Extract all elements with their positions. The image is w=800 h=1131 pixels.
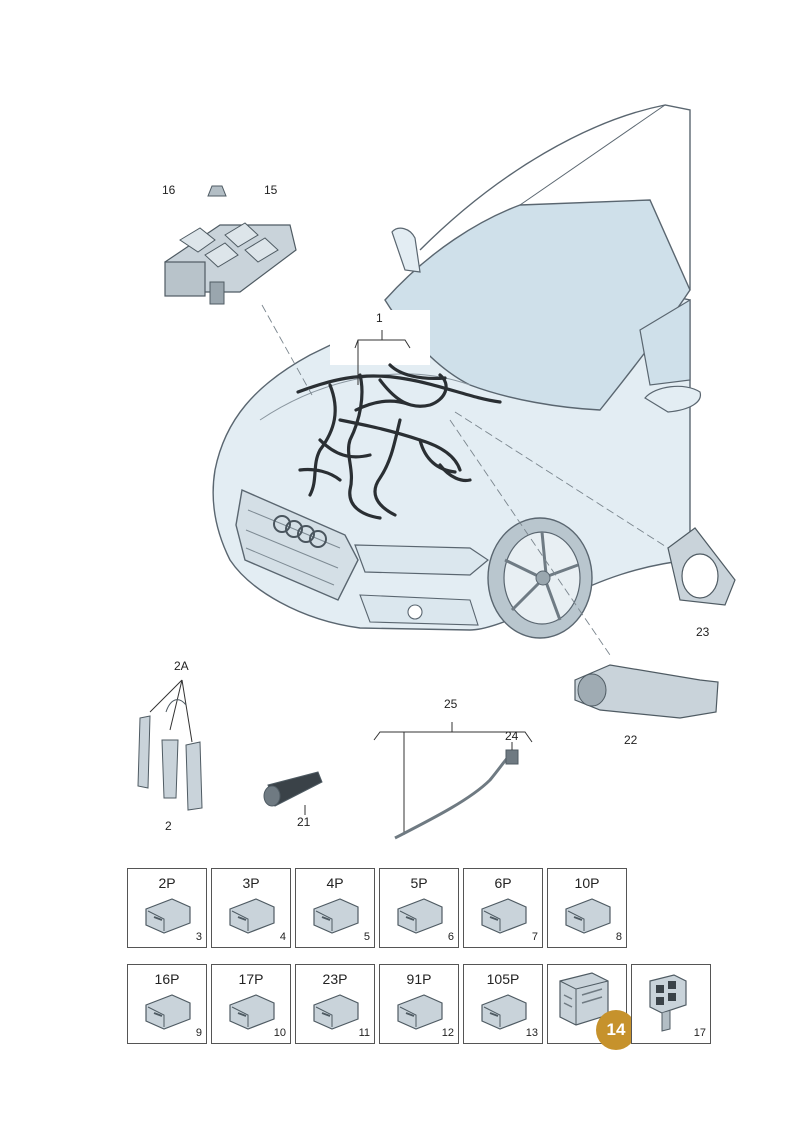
connector-title: 4P — [326, 875, 344, 891]
connector-number: 3 — [195, 931, 202, 943]
side-window — [639, 298, 691, 386]
connector-title: 105P — [486, 971, 520, 987]
connector-cell[interactable]: 105P 13 — [463, 964, 543, 1044]
connector-housing-icon — [313, 994, 359, 1030]
connector-number: 4 — [279, 931, 286, 943]
connector-cell[interactable]: 23P 11 — [295, 964, 375, 1044]
label-harness: 1 — [376, 311, 383, 325]
brand-rings — [273, 515, 327, 548]
right-mirror — [644, 385, 701, 413]
connector-title: 3P — [242, 875, 260, 891]
connector-cell[interactable]: 2P 3 — [127, 868, 207, 948]
clip-set-part — [137, 679, 203, 811]
connector-housing-icon — [145, 994, 191, 1030]
connector-housing-icon — [481, 898, 527, 934]
label-clip: 2 — [165, 819, 172, 833]
wiring-harness — [296, 363, 502, 520]
connector-title: 2P — [158, 875, 176, 891]
label-nut: 16 — [162, 183, 176, 197]
a-pillar — [519, 104, 666, 206]
relay-box-assembly — [164, 185, 297, 305]
connector-housing-icon — [229, 898, 275, 934]
ground-cable-part — [373, 722, 533, 840]
connector-number: 13 — [525, 1027, 538, 1039]
connector-title: 17P — [238, 971, 264, 987]
headlight — [354, 544, 490, 576]
speaker-ring-part — [667, 527, 736, 606]
connector-title: 16P — [154, 971, 180, 987]
connector-number: 12 — [441, 1027, 454, 1039]
relay-carrier-icon — [649, 974, 687, 1032]
connector-number: 6 — [447, 931, 454, 943]
connector-title: 6P — [494, 875, 512, 891]
connector-cell[interactable]: 3P 4 — [211, 868, 291, 948]
connector-cell[interactable]: 6P 7 — [463, 868, 543, 948]
connector-title: 23P — [322, 971, 348, 987]
label-grommet: 21 — [297, 815, 311, 829]
connector-housing-icon — [229, 994, 275, 1030]
connector-cell[interactable]: 16P 9 — [127, 964, 207, 1044]
connector-cell[interactable]: 17P 10 — [211, 964, 291, 1044]
connector-number: 17 — [693, 1027, 706, 1039]
left-mirror — [391, 227, 421, 273]
connector-title: 5P — [410, 875, 428, 891]
label-cable-set: 25 — [444, 697, 458, 711]
connector-housing-icon — [397, 898, 443, 934]
windshield — [384, 199, 691, 411]
label-speaker-ring: 23 — [696, 625, 710, 639]
connector-number: 7 — [531, 931, 538, 943]
connector-title: 10P — [574, 875, 600, 891]
car-illustration — [137, 104, 736, 840]
front-wheel — [487, 517, 593, 639]
connector-cell[interactable]: 4P 5 — [295, 868, 375, 948]
label-clip-set: 2A — [174, 659, 189, 673]
connector-cell[interactable]: 10P 8 — [547, 868, 627, 948]
connector-cell[interactable]: 5P 6 — [379, 868, 459, 948]
relay-carrier-cell[interactable]: 17 — [631, 964, 711, 1044]
roof-line — [419, 104, 691, 290]
connector-housing-icon — [145, 898, 191, 934]
connector-housing-icon — [397, 994, 443, 1030]
connector-housing-icon — [481, 994, 527, 1030]
connector-cell[interactable]: 91P 12 — [379, 964, 459, 1044]
label-ground-wire: 24 — [505, 729, 519, 743]
label-fuse-box: 15 — [264, 183, 278, 197]
connector-housing-icon — [565, 898, 611, 934]
highlighted-part-badge[interactable]: 14 — [596, 1010, 636, 1050]
connector-number: 5 — [363, 931, 370, 943]
connector-housing-icon — [313, 898, 359, 934]
connector-number: 10 — [273, 1027, 286, 1039]
connector-number: 11 — [358, 1027, 370, 1039]
connector-number: 8 — [615, 931, 622, 943]
label-inlet-duct: 22 — [624, 733, 638, 747]
grommet-part — [263, 771, 323, 815]
connector-title: 91P — [406, 971, 432, 987]
connector-number: 9 — [195, 1027, 202, 1039]
air-duct-part — [574, 664, 719, 719]
